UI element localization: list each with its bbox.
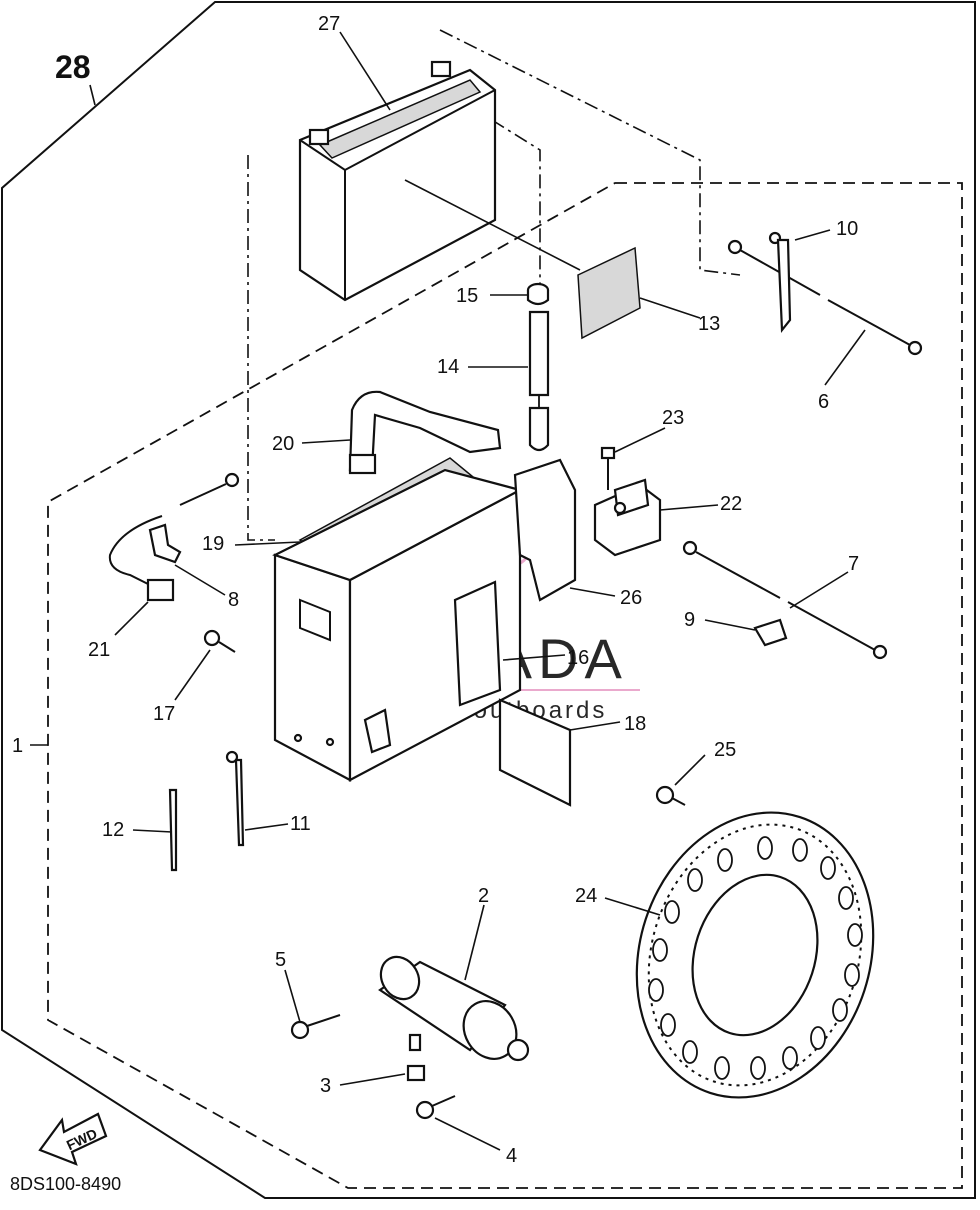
- callout-1: 1: [12, 735, 23, 757]
- strap-10-part: [768, 231, 792, 333]
- callouts: 27 10 15 13 6 14 23 20 22 19 7 8 26 9 21…: [12, 13, 859, 1167]
- cap-part: [526, 282, 550, 306]
- callout-22: 22: [720, 493, 742, 515]
- tie-12-part: [168, 788, 178, 872]
- battery-part: [298, 60, 581, 302]
- battery-box-part: [272, 468, 523, 782]
- callout-2: 2: [478, 885, 489, 907]
- callout-27: 27: [318, 13, 340, 35]
- tie-11-part: [225, 750, 245, 847]
- callout-18: 18: [624, 713, 646, 735]
- nut-3-part: [406, 1064, 426, 1082]
- clamp-8-part: [148, 523, 182, 564]
- callout-12: 12: [102, 819, 124, 841]
- ring-gear-part: [635, 811, 875, 1099]
- bolt-4-part: [415, 1095, 456, 1120]
- callout-26: 26: [620, 587, 642, 609]
- callout-13: 13: [698, 313, 720, 335]
- callout-24: 24: [575, 885, 597, 907]
- callout-14: 14: [437, 356, 459, 378]
- callout-5: 5: [275, 949, 286, 971]
- callout-3: 3: [320, 1075, 331, 1097]
- callout-15: 15: [456, 285, 478, 307]
- fwd-arrow: FWD: [38, 1112, 108, 1166]
- screw-17-part: [203, 629, 236, 653]
- callout-23: 23: [662, 407, 684, 429]
- callout-20: 20: [272, 433, 294, 455]
- starter-motor-part: [378, 955, 530, 1062]
- callout-8: 8: [228, 589, 239, 611]
- callout-9: 9: [684, 609, 695, 631]
- callout-4: 4: [506, 1145, 517, 1167]
- callout-19: 19: [202, 533, 224, 555]
- callout-11: 11: [290, 813, 311, 835]
- guide-line-battery-right: [491, 119, 541, 290]
- callout-10: 10: [836, 218, 858, 240]
- lead-21-part: [108, 472, 240, 602]
- guide-line-battery-top: [439, 29, 741, 276]
- callout-16: 16: [567, 647, 589, 669]
- callout-6: 6: [818, 391, 829, 413]
- assembly-number: 28: [55, 49, 91, 85]
- cover-plate-part: [498, 698, 572, 807]
- ring-gear-holes: [648, 836, 863, 1080]
- callout-7: 7: [848, 553, 859, 575]
- assembly-1-boundary: [47, 182, 963, 1189]
- lead-7-part: [682, 540, 888, 660]
- cable-6-part: [727, 239, 923, 356]
- guide-line-battery-left: [247, 155, 275, 541]
- leader-lines: [30, 31, 866, 1151]
- battery-band-part: [348, 390, 502, 472]
- callout-17: 17: [153, 703, 175, 725]
- callout-25: 25: [714, 739, 736, 761]
- bolt-25-part: [655, 785, 686, 806]
- clip-9-part: [753, 618, 788, 647]
- relay-bracket-part: [513, 458, 577, 602]
- callout-21: 21: [88, 639, 110, 661]
- drawing-code: 8DS100-8490: [10, 1174, 121, 1194]
- starter-relay-part: [593, 478, 662, 557]
- battery-pad-part: [577, 246, 641, 340]
- band-buckle: [348, 453, 377, 475]
- breather-tube-part: [528, 310, 550, 452]
- bolt-23-part: [600, 446, 616, 490]
